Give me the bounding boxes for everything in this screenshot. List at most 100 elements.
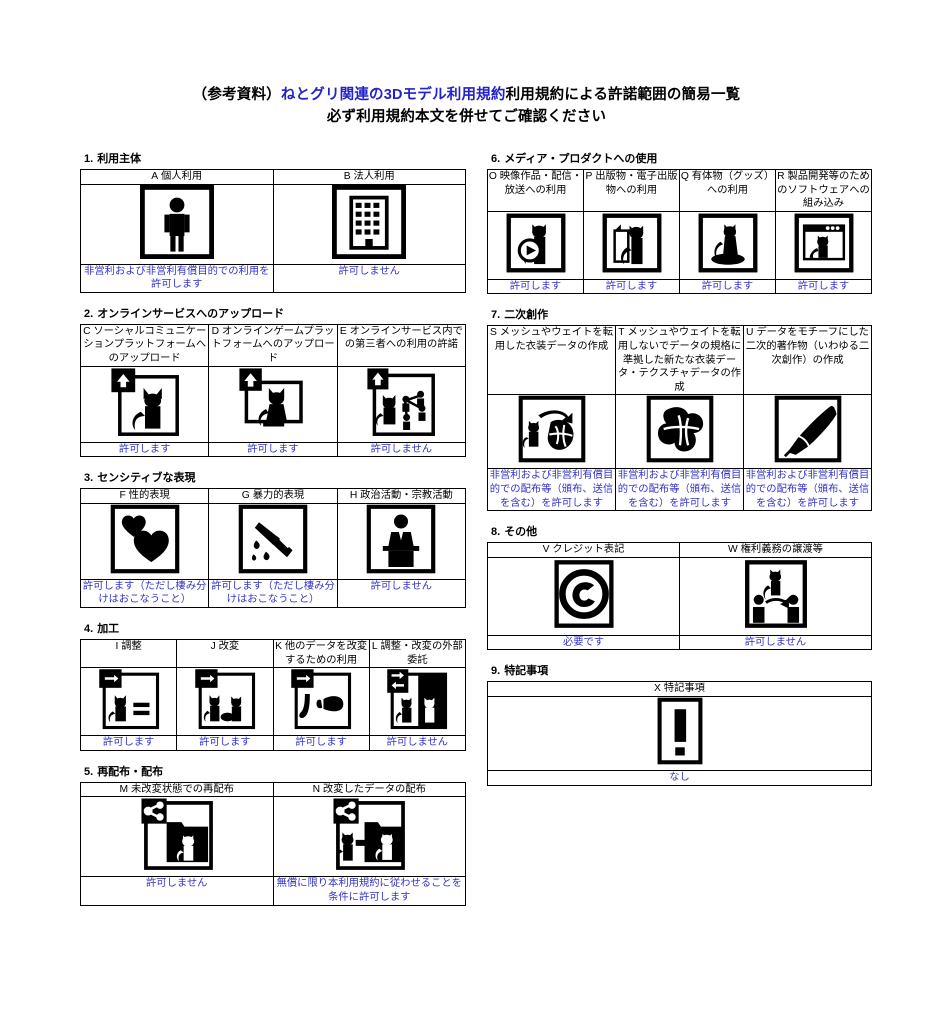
item-code: V — [542, 544, 550, 556]
knife-blood-icon — [238, 504, 308, 574]
item-label: 権利義務の譲渡等 — [740, 544, 823, 556]
cat-play-button-icon — [505, 212, 567, 274]
item-label: ソーシャルコミュニケーションプラットフォームへのアップロード — [83, 325, 207, 364]
item-code: Q — [680, 171, 689, 182]
section-number: 6. — [491, 153, 501, 165]
icon-cell — [775, 210, 872, 280]
header-row: A 個人利用 B 法人利用 — [80, 169, 466, 185]
section-heading: 2.オンラインサービスへのアップロード — [84, 307, 466, 322]
cat-handover-people-icon — [740, 558, 812, 630]
table-header-cell: B 法人利用 — [272, 169, 466, 185]
cat-figure-base-icon — [697, 212, 759, 274]
header-row: M 未改変状態での再配布 N 改変したデータの配布 — [80, 781, 466, 798]
icon-cell — [79, 667, 178, 737]
permission-note: 許可します（ただし棲み分けはおこなうこと） — [79, 578, 210, 608]
item-code: I — [115, 640, 119, 652]
note-row: 許可しません 無償に限り本利用規約に従わせることを条件に許可します — [80, 876, 466, 906]
icon-cell — [80, 183, 274, 265]
item-label: オンラインサービス内での第三者への利用の許諾 — [344, 325, 463, 351]
transfer-cat-outsource-icon — [386, 668, 448, 730]
permission-note: 非営利および非営利有償目的での配布等（頒布、送信を含む）を許可します — [615, 468, 744, 512]
section-4-table: I 調整 J 改変 K 他のデータを改変するための利用 L 調整・改変の外部委託 — [79, 638, 467, 751]
note-row: 非営利および非営利有償目的での利用を許可します 許可しません — [80, 263, 466, 293]
table-header-cell: Q 有体物（グッズ）への利用 — [679, 169, 776, 212]
section-title: 再配布・配布 — [97, 765, 164, 778]
item-label: 調整・改変の外部委託 — [380, 640, 463, 666]
share-folder-modified-cat-icon — [332, 797, 406, 871]
icon-cell — [487, 210, 584, 280]
section-8: 8.その他 V クレジット表記 W 権利義務の譲渡等 — [487, 525, 872, 651]
item-code: O — [488, 171, 497, 182]
item-code: R — [777, 171, 785, 182]
share-folder-cat-icon — [140, 797, 214, 871]
item-code: F — [119, 490, 126, 502]
item-label: 特記事項 — [663, 683, 705, 695]
item-label: 映像作品・配信・放送への利用 — [499, 171, 583, 196]
table-header-cell: E オンラインサービス内での第三者への利用の許諾 — [336, 323, 467, 367]
table-header-cell: D オンラインゲームプラットフォームへのアップロード — [208, 323, 338, 367]
item-code: C — [83, 325, 91, 337]
item-label: 個人利用 — [161, 171, 203, 182]
item-code: G — [241, 490, 250, 502]
permission-note: 許可します — [775, 278, 872, 295]
item-code: T — [618, 327, 625, 339]
icon-cell — [272, 796, 466, 878]
section-heading: 8.その他 — [491, 525, 872, 540]
permission-note: 許可します（ただし棲み分けはおこなうこと） — [208, 578, 338, 608]
section-title: オンラインサービスへのアップロード — [97, 307, 285, 320]
permission-note: 許可しません — [679, 634, 872, 651]
title-line-1: （参考資料）ねとグリ関連の3Dモデル利用規約利用規約による許諾範囲の簡易一覧 — [0, 84, 933, 106]
permission-note: 許可します — [272, 735, 370, 751]
permission-note: 許可します — [79, 441, 210, 458]
item-label: 法人利用 — [353, 171, 395, 182]
header-row: V クレジット表記 W 権利義務の譲渡等 — [487, 542, 872, 558]
section-6: 6.メディア・プロダクトへの使用 O 映像作品・配信・放送への利用 P 出版物・… — [487, 152, 872, 295]
section-title: 利用主体 — [97, 153, 142, 165]
section-title: 加工 — [97, 622, 120, 635]
section-title: 二次創作 — [504, 309, 549, 322]
table-header-cell: W 権利義務の譲渡等 — [679, 542, 872, 558]
section-heading: 1.利用主体 — [84, 152, 466, 167]
icon-cell — [679, 556, 872, 636]
podium-speaker-icon — [366, 504, 436, 574]
title-line-2: 必ず利用規約本文を併せてご確認ください — [326, 109, 607, 125]
item-code: U — [746, 327, 754, 339]
table-header-cell: T メッシュやウェイトを転用しないでデータの規格に準拠した新たな衣装データ・テク… — [615, 325, 744, 396]
arrow-cat-ribbon-icon — [290, 668, 352, 730]
cat-to-cloth-icon — [518, 395, 586, 463]
table-header-cell: H 政治活動・宗教活動 — [336, 488, 467, 504]
permission-note: 許可します — [583, 278, 680, 295]
icon-row — [80, 796, 466, 878]
table-header-cell: U データをモチーフにした二次的著作物（いわゆる二次創作）の作成 — [743, 325, 872, 396]
item-code: K — [275, 640, 282, 652]
item-code: W — [728, 544, 738, 556]
permission-note: 許可します — [176, 735, 274, 751]
header-row: X 特記事項 — [487, 681, 872, 697]
cat-app-window-icon — [793, 212, 855, 274]
icon-row — [487, 210, 872, 280]
section-number: 5. — [84, 765, 94, 778]
header-row: S メッシュやウェイトを転用した衣装データの作成 T メッシュやウェイトを転用し… — [487, 325, 872, 396]
title-suffix: 利用規約による許諾範囲の簡易一覧 — [505, 87, 741, 103]
header-row: C ソーシャルコミュニケーションプラットフォームへのアップロード D オンライン… — [79, 323, 467, 367]
table-header-cell: M 未改変状態での再配布 — [80, 781, 274, 798]
section-heading: 4.加工 — [84, 622, 466, 637]
icon-row — [79, 502, 467, 580]
icon-cell — [679, 210, 776, 280]
section-number: 1. — [84, 153, 94, 165]
section-2-table: C ソーシャルコミュニケーションプラットフォームへのアップロード D オンライン… — [79, 323, 467, 458]
right-column: 6.メディア・プロダクトへの使用 O 映像作品・配信・放送への利用 P 出版物・… — [487, 152, 872, 800]
item-code: D — [211, 325, 220, 337]
section-number: 3. — [84, 472, 94, 485]
icon-row — [79, 365, 467, 443]
upload-cat-icon — [110, 367, 180, 437]
icon-cell — [336, 502, 467, 580]
table-header-cell: L 調整・改変の外部委託 — [368, 638, 467, 669]
section-6-table: O 映像作品・配信・放送への利用 P 出版物・電子出版物への利用 Q 有体物（グ… — [487, 169, 872, 295]
table-header-cell: I 調整 — [79, 638, 178, 669]
table-header-cell: S メッシュやウェイトを転用した衣装データの作成 — [487, 325, 616, 396]
icon-cell — [487, 695, 872, 771]
item-label: 未改変状態での再配布 — [130, 783, 234, 795]
item-code: L — [371, 640, 378, 652]
icon-cell — [176, 667, 274, 737]
